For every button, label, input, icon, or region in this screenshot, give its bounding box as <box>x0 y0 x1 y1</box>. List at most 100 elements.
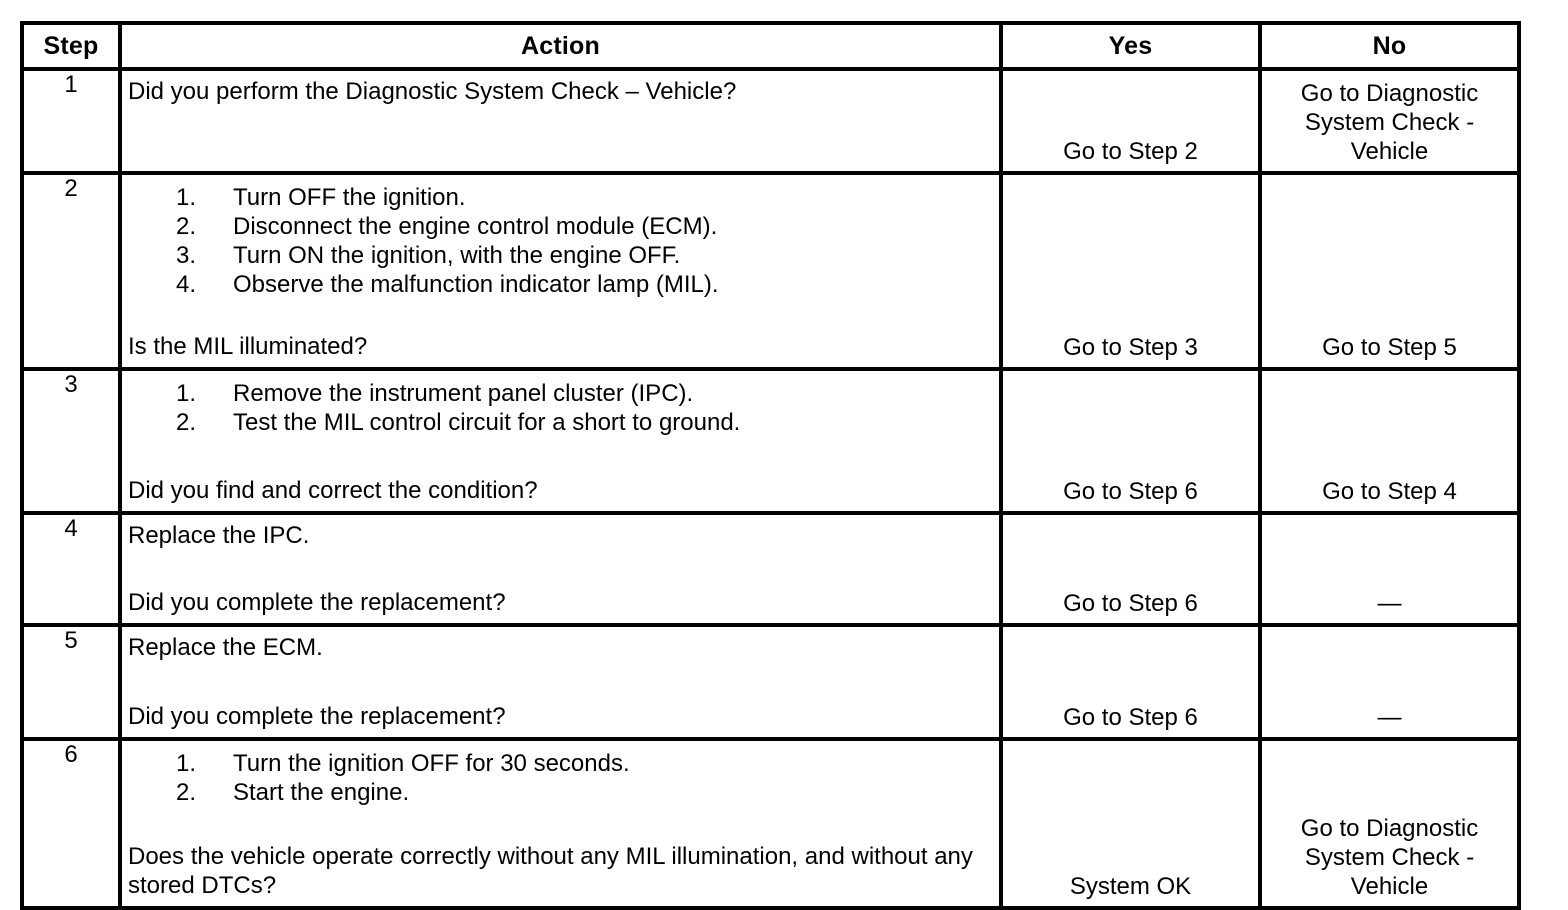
em-dash-placeholder: — <box>1268 703 1511 732</box>
action-step-number: 2. <box>176 778 212 807</box>
step-number-cell: 1 <box>22 69 120 173</box>
action-step-item: 2. Start the engine. <box>128 778 991 807</box>
no-answer-cell: Go to DiagnosticSystem Check -Vehicle <box>1260 739 1519 908</box>
yes-answer-cell: System OK <box>1001 739 1260 908</box>
yes-answer-cell-content: Go to Step 6 <box>1003 703 1258 732</box>
action-step-text: Turn ON the ignition, with the engine OF… <box>233 242 680 269</box>
action-step-item: 3. Turn ON the ignition, with the engine … <box>128 241 991 270</box>
action-content: 1.Turn the ignition OFF for 30 seconds.2… <box>122 741 999 906</box>
action-step-text: Observe the malfunction indicator lamp (… <box>233 271 719 298</box>
yes-answer-cell-content: Go to Step 6 <box>1003 589 1258 618</box>
action-content: Replace the IPC. Did you complete the rep… <box>122 515 999 623</box>
action-step-number: 4. <box>176 270 212 299</box>
yes-answer-cell: Go to Step 2 <box>1001 69 1260 173</box>
yes-answer-cell-content: Go to Step 3 <box>1003 333 1258 362</box>
action-step-item: 4. Observe the malfunction indicator lamp… <box>128 270 991 299</box>
action-step-item: 2.Disconnect the engine control module (… <box>128 212 991 241</box>
answer-line: Go to Step 6 <box>1009 477 1252 506</box>
yes-answer-cell: Go to Step 3 <box>1001 173 1260 369</box>
action-step-list: 1. Remove the instrument panel cluster (I… <box>128 379 991 437</box>
column-header-action: Action <box>120 23 1001 69</box>
action-step-text: Test the MIL control circuit for a short… <box>233 409 740 436</box>
yes-answer-cell-content: Go to Step 6 <box>1003 477 1258 506</box>
action-step-number: 2. <box>176 408 212 437</box>
yes-answer-cell-content: Go to Step 2 <box>1003 137 1258 166</box>
step-number-cell: 3 <box>22 369 120 513</box>
yes-answer-cell: Go to Step 6 <box>1001 369 1260 513</box>
action-step-item: 1. Remove the instrument panel cluster (I… <box>128 379 991 408</box>
action-content: 1. Turn OFF the ignition.2.Disconnect the… <box>122 175 999 367</box>
answer-line: Go to Step 3 <box>1009 333 1252 362</box>
action-cell: 1. Turn OFF the ignition.2.Disconnect the… <box>120 173 1001 369</box>
answer-line: Go to Diagnostic <box>1268 814 1511 843</box>
action-step-item: 1. Turn the ignition OFF for 30 seconds. <box>128 749 991 778</box>
action-step-list: 1. Turn OFF the ignition.2.Disconnect the… <box>128 183 991 299</box>
table-row: 3 1. Remove the instrument panel cluster (… <box>22 369 1519 513</box>
answer-line: System Check - <box>1268 108 1511 137</box>
em-dash-placeholder: — <box>1268 589 1511 618</box>
action-step-text: Turn OFF the ignition. <box>233 184 466 211</box>
step-number-cell: 4 <box>22 513 120 625</box>
action-step-item: 2. Test the MIL control circuit for a sho… <box>128 408 991 437</box>
yes-answer-cell: Go to Step 6 <box>1001 513 1260 625</box>
column-header-step: Step <box>22 23 120 69</box>
action-step-text: Turn the ignition OFF for 30 seconds. <box>233 750 630 777</box>
action-cell: 1.Turn the ignition OFF for 30 seconds.2… <box>120 739 1001 908</box>
no-answer-cell: — <box>1260 513 1519 625</box>
answer-line: Go to Step 2 <box>1009 137 1252 166</box>
answer-line: Go to Step 6 <box>1009 589 1252 618</box>
diagnostic-procedure-table: Step Action Yes No 1 Did you perform the … <box>20 21 1521 910</box>
action-step-number: 1. <box>176 379 212 408</box>
yes-answer-cell: Go to Step 6 <box>1001 625 1260 739</box>
table-header-row: Step Action Yes No <box>22 23 1519 69</box>
action-step-number: 3. <box>176 241 212 270</box>
action-question-text: Did you complete the replacement? <box>128 588 991 617</box>
action-lead-text: Did you perform the Diagnostic System Ch… <box>128 77 991 106</box>
action-cell: Replace the ECM. Did you complete the rep… <box>120 625 1001 739</box>
action-cell: Did you perform the Diagnostic System Ch… <box>120 69 1001 173</box>
table-body: 1 Did you perform the Diagnostic System C… <box>22 69 1519 908</box>
step-number-cell: 5 <box>22 625 120 739</box>
no-answer-cell-content: Go to DiagnosticSystem Check -Vehicle <box>1262 814 1517 901</box>
table-row: 2 1. Turn OFF the ignition.2.Disconnect th… <box>22 173 1519 369</box>
answer-line: System OK <box>1009 872 1252 901</box>
step-number-cell: 2 <box>22 173 120 369</box>
no-answer-cell-content: Go to Step 4 <box>1262 477 1517 506</box>
no-answer-cell: — <box>1260 625 1519 739</box>
table-row: 61.Turn the ignition OFF for 30 seconds.… <box>22 739 1519 908</box>
no-answer-cell-content: — <box>1262 589 1517 618</box>
yes-answer-cell-content: System OK <box>1003 872 1258 901</box>
no-answer-cell-content: — <box>1262 703 1517 732</box>
column-header-no: No <box>1260 23 1519 69</box>
answer-line: Go to Diagnostic <box>1268 79 1511 108</box>
answer-line: Vehicle <box>1268 137 1511 166</box>
action-content: Replace the ECM. Did you complete the rep… <box>122 627 999 737</box>
action-step-number: 2. <box>176 212 212 241</box>
action-cell: 1. Remove the instrument panel cluster (I… <box>120 369 1001 513</box>
answer-line: System Check - <box>1268 843 1511 872</box>
action-question-text: Is the MIL illuminated? <box>128 332 991 361</box>
action-lead-text: Replace the ECM. <box>128 633 991 662</box>
action-content: 1. Remove the instrument panel cluster (I… <box>122 371 999 511</box>
action-step-text: Start the engine. <box>233 779 409 806</box>
action-step-number: 1. <box>176 749 212 778</box>
answer-line: Go to Step 4 <box>1268 477 1511 506</box>
action-step-item: 1. Turn OFF the ignition. <box>128 183 991 212</box>
action-question-text: Does the vehicle operate correctly witho… <box>128 842 991 900</box>
no-answer-cell-content: Go to DiagnosticSystem Check -Vehicle <box>1262 79 1517 166</box>
action-step-list: 1.Turn the ignition OFF for 30 seconds.2… <box>128 749 991 807</box>
column-header-yes: Yes <box>1001 23 1260 69</box>
action-content: Did you perform the Diagnostic System Ch… <box>122 71 999 171</box>
answer-line: Go to Step 5 <box>1268 333 1511 362</box>
action-step-number: 1. <box>176 183 212 212</box>
no-answer-cell: Go to DiagnosticSystem Check -Vehicle <box>1260 69 1519 173</box>
action-question-text: Did you find and correct the condition? <box>128 476 991 505</box>
action-question-text: Did you complete the replacement? <box>128 702 991 731</box>
no-answer-cell-content: Go to Step 5 <box>1262 333 1517 362</box>
table-row: 5 Replace the ECM. Did you complete the re… <box>22 625 1519 739</box>
table-row: 4 Replace the IPC. Did you complete the re… <box>22 513 1519 625</box>
no-answer-cell: Go to Step 4 <box>1260 369 1519 513</box>
action-step-text: Remove the instrument panel cluster (IPC… <box>233 380 693 407</box>
action-lead-text: Replace the IPC. <box>128 521 991 550</box>
